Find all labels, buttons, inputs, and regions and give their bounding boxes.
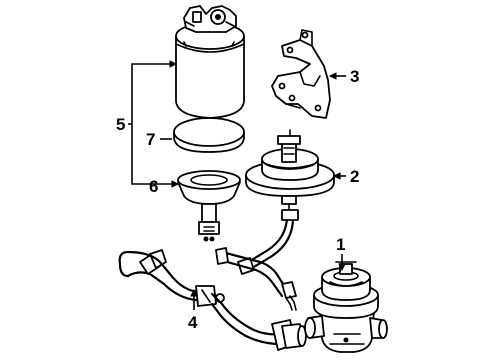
vacuum-hose — [237, 209, 299, 275]
vacuum-modulator — [245, 129, 335, 213]
canister-filter — [173, 117, 245, 153]
callout-5: 5 — [116, 115, 125, 134]
egr-tube — [118, 247, 307, 351]
mounting-bracket — [271, 29, 331, 119]
callout-4: 4 — [188, 313, 198, 332]
callout-7: 7 — [146, 130, 155, 149]
callout-1: 1 — [336, 235, 345, 254]
leader-lines — [128, 60, 346, 310]
canister-base — [177, 170, 241, 242]
charcoal-canister — [175, 5, 245, 119]
callout-3: 3 — [350, 67, 359, 86]
callout-6: 6 — [149, 177, 158, 196]
egr-valve — [304, 261, 388, 353]
callout-2: 2 — [350, 167, 359, 186]
